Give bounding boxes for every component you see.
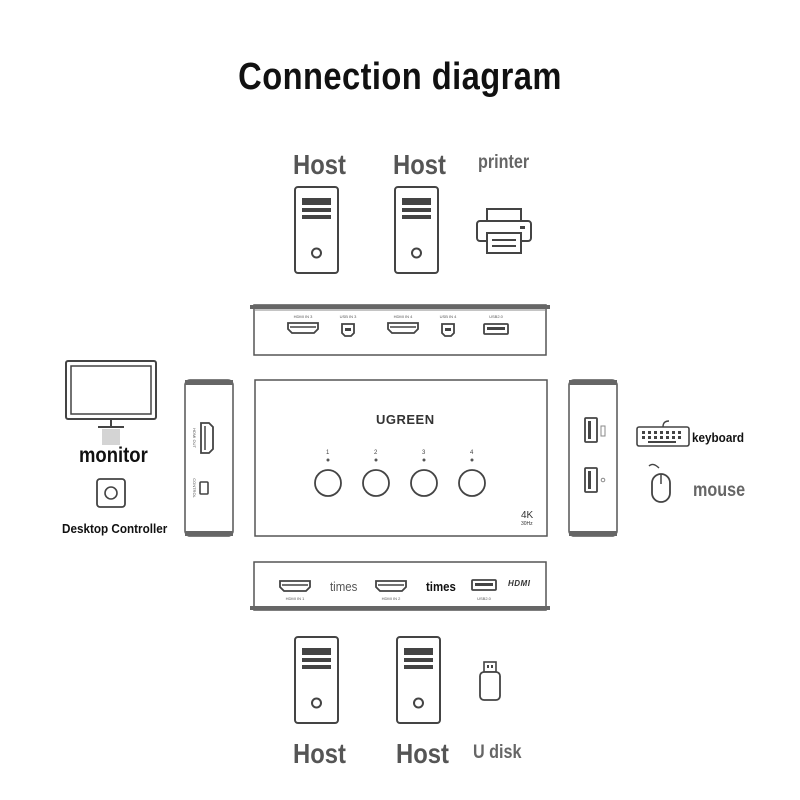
mouse-label: mouse (693, 480, 746, 501)
switch-left-panel: HDMI OUT CONTROL (184, 379, 234, 537)
button-number-4: 4 (470, 450, 474, 456)
svg-text:USB IN 4: USB IN 4 (440, 314, 457, 319)
svg-text:HDMI IN 3: HDMI IN 3 (294, 314, 313, 319)
switch-right-panel (568, 379, 618, 537)
svg-text:CONTROL: CONTROL (192, 478, 197, 498)
keyboard-label: keyboard (692, 430, 745, 445)
hdmi-logo: HDMI (508, 579, 531, 588)
desktop-controller-icon (96, 478, 126, 508)
svg-text:HDMI IN 1: HDMI IN 1 (286, 596, 305, 601)
switch-buttons (314, 458, 486, 497)
desktop-controller-label: Desktop Controller (62, 521, 168, 536)
monitor-icon (65, 360, 157, 445)
host-pc-icon-top-2 (394, 186, 439, 274)
host-label-top-2: Host (393, 149, 446, 180)
monitor-label: monitor (79, 444, 148, 467)
host-label-top-1: Host (293, 149, 346, 180)
svg-text:USB2.0: USB2.0 (477, 596, 492, 601)
printer-icon (476, 208, 532, 254)
usb-disk-icon (479, 661, 501, 701)
brand-logo: UGREEN (376, 412, 435, 427)
keyboard-icon (636, 420, 690, 447)
refresh-label: 30Hz (521, 521, 533, 527)
times-label-2: times (426, 579, 456, 594)
svg-text:USB IN 3: USB IN 3 (340, 314, 357, 319)
udisk-label: U disk (473, 742, 522, 763)
svg-text:HDMI OUT: HDMI OUT (192, 428, 197, 448)
host-label-bottom-2: Host (396, 738, 449, 769)
switch-front-panel (254, 379, 548, 537)
host-label-bottom-1: Host (293, 738, 346, 769)
resolution-label: 4K (521, 510, 534, 521)
printer-label: printer (478, 152, 530, 173)
host-pc-icon-bottom-1 (294, 636, 339, 724)
button-number-1: 1 (326, 450, 330, 456)
switch-top-panel: HDMI IN 3 USB IN 3 HDMI IN 4 USB IN 4 US… (250, 304, 550, 356)
times-label-1: times (330, 579, 358, 594)
svg-text:HDMI IN 2: HDMI IN 2 (382, 596, 401, 601)
host-pc-icon-bottom-2 (396, 636, 441, 724)
host-pc-icon-top-1 (294, 186, 339, 274)
switch-bottom-panel: HDMI IN 1 HDMI IN 2 USB2.0 (250, 561, 550, 611)
svg-text:USB2.0: USB2.0 (489, 314, 504, 319)
mouse-icon (648, 463, 671, 503)
page-title: Connection diagram (238, 56, 562, 98)
button-number-2: 2 (374, 450, 378, 456)
button-number-3: 3 (422, 450, 426, 456)
svg-text:HDMI IN 4: HDMI IN 4 (394, 314, 413, 319)
